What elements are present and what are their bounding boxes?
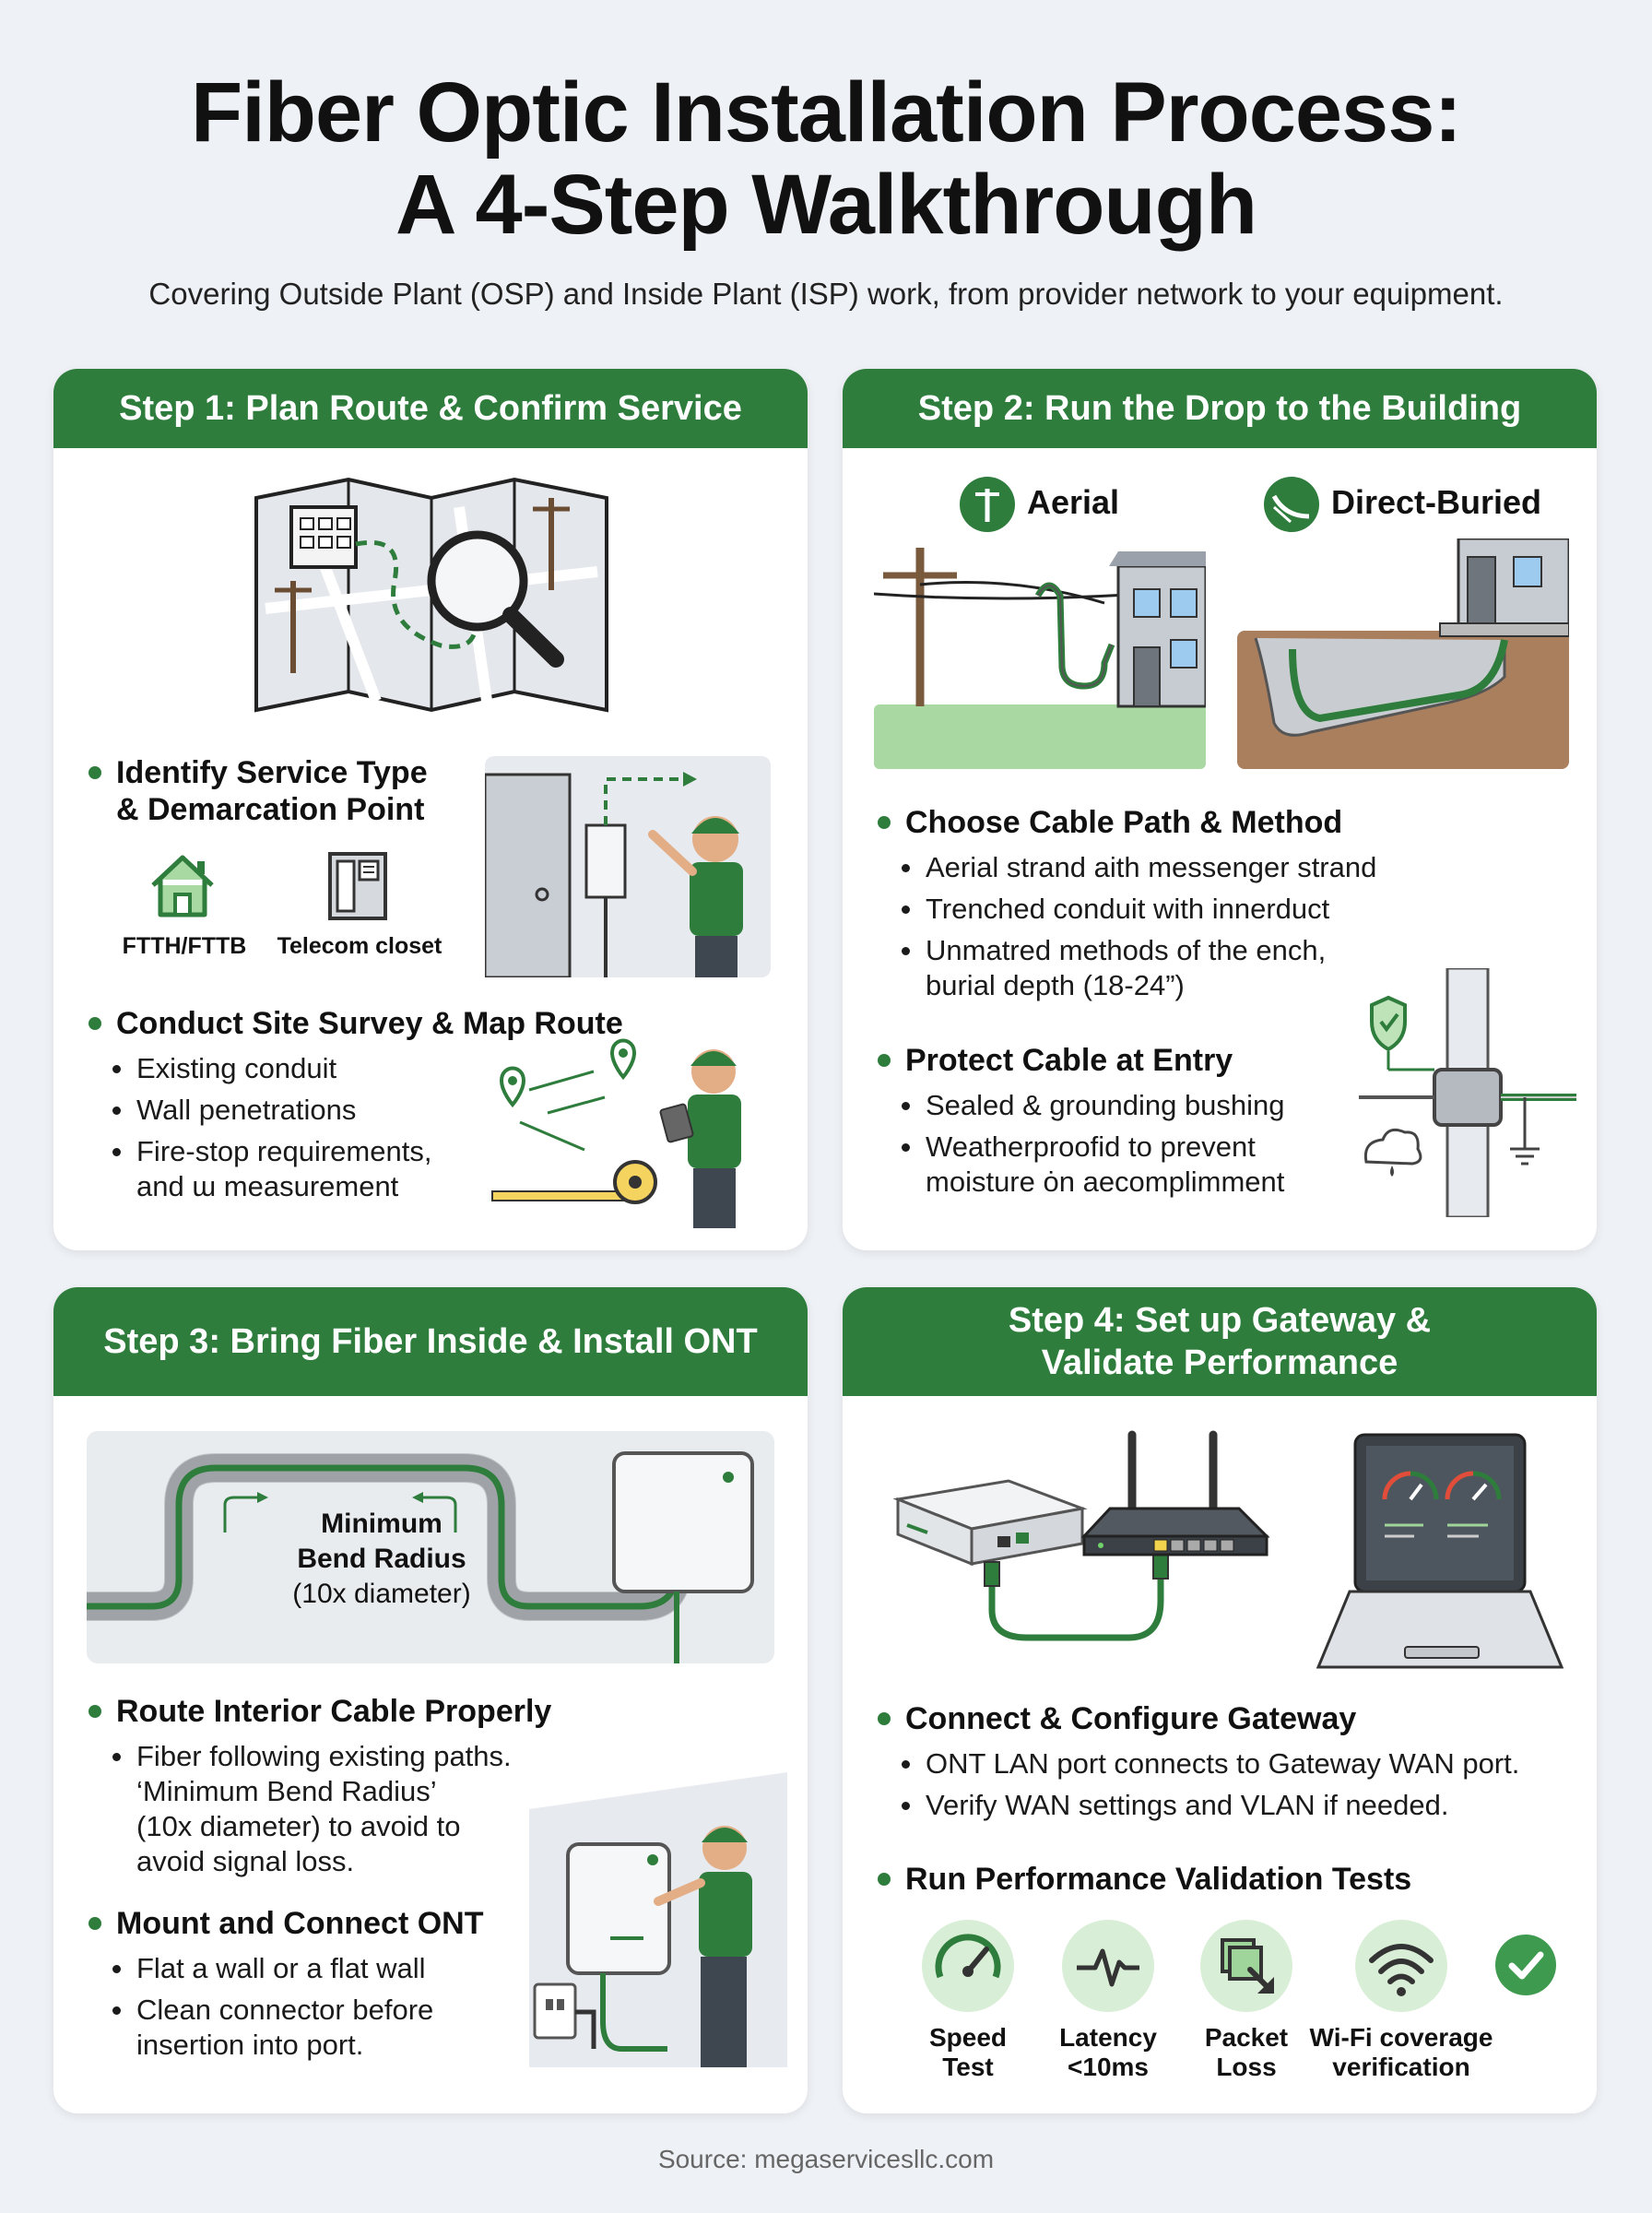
metric-wifi-line2: verification: [1332, 2053, 1470, 2081]
list-item: ONT LAN port connects to Gateway WAN por…: [898, 1746, 1580, 1781]
direct-buried-label: Direct-Buried: [1331, 483, 1542, 521]
metric-speed-label: Speed Test: [894, 2023, 1042, 2082]
list-item: Fire-stop requirements,: [109, 1134, 533, 1169]
step2-card: Step 2: Run the Drop to the Building Aer…: [843, 369, 1597, 1250]
list-item: avoid signal loss.: [136, 1845, 355, 1877]
bend-radius-illustration: [87, 1431, 774, 1663]
step3-bullet2-list: Flat a wall or a flat wall Clean connect…: [109, 1951, 514, 2069]
list-item: and ɯ measurement: [136, 1170, 399, 1202]
metric-packet-line1: Packet: [1204, 2023, 1289, 2052]
survey-technician-illustration: [491, 1038, 741, 1228]
metric-packet-line2: Loss: [1216, 2053, 1277, 2081]
telecom-closet-label: Telecom closet: [277, 933, 442, 959]
step1-header: Step 1: Plan Route & Confirm Service: [53, 369, 808, 448]
route-map-illustration: [254, 477, 608, 713]
source-credit: Source: megaservicesllc.com: [657, 2145, 995, 2173]
page-subtitle: Covering Outside Plant (OSP) and Inside …: [148, 277, 1504, 311]
step1-bullet2-list: Existing conduit Wall penetrations Fire-…: [109, 1051, 533, 1211]
check-icon: [1495, 1935, 1556, 1995]
list-item: (10x diameter) to avoid to: [136, 1810, 461, 1842]
metric-latency-line2: <10ms: [1068, 2053, 1149, 2081]
step1-card: Step 1: Plan Route & Confirm Service Ide…: [53, 369, 808, 1250]
step3-bullet1-list: Fiber following existing paths. ‘Minimum…: [109, 1739, 551, 1886]
bend-radius-line1: Minimum: [321, 1509, 442, 1539]
step3-header: Step 3: Bring Fiber Inside & Install ONT: [53, 1287, 808, 1396]
step2-bullet2-list: Sealed & grounding bushing Weatherproofi…: [898, 1088, 1340, 1206]
gateway-network-illustration: [892, 1430, 1564, 1669]
entry-protection-illustration: [1359, 968, 1576, 1217]
list-item: burial depth (18-24”): [926, 969, 1185, 1001]
bend-radius-line3: (10x diameter): [292, 1579, 471, 1609]
buried-cable-icon: [1264, 477, 1319, 532]
utility-pole-icon: [960, 477, 1015, 532]
step4-header-line1: Step 4: Set up Gateway &: [1008, 1301, 1432, 1340]
list-item: Weatherproofid to prevent: [898, 1130, 1340, 1165]
metric-speed-line1: Speed: [928, 2023, 1008, 2052]
list-item: Verify WAN settings and VLAN if needed.: [898, 1788, 1580, 1823]
step2-bullet2-heading: Protect Cable at Entry: [877, 1043, 1233, 1078]
list-item: Unmatred methods of the ench,: [898, 933, 1451, 968]
list-item: Trenched conduit with innerduct: [898, 892, 1451, 927]
step4-header: Step 4: Set up Gateway & Validate Perfor…: [843, 1287, 1597, 1396]
metric-speed-line2: Test: [942, 2053, 994, 2081]
step4-bullet1-list: ONT LAN port connects to Gateway WAN por…: [898, 1746, 1580, 1829]
step3-bullet2-heading: Mount and Connect ONT: [88, 1906, 484, 1941]
ont-mounting-illustration: [529, 1772, 787, 2067]
ftth-label: FTTH/FTTB: [122, 933, 247, 959]
step1-bullet1-heading: Identify Service Type & Demarcation Poin…: [88, 754, 428, 828]
step4-card: Step 4: Set up Gateway & Validate Perfor…: [843, 1287, 1597, 2113]
demarcation-technician-illustration: [485, 756, 771, 977]
house-icon: [151, 855, 214, 917]
metric-wifi-line1: Wi-Fi coverage: [1309, 2023, 1493, 2052]
page-title: Fiber Optic Installation Process: A 4-St…: [0, 66, 1652, 251]
step4-header-line2: Validate Performance: [1041, 1343, 1398, 1382]
step3-card: Step 3: Bring Fiber Inside & Install ONT…: [53, 1287, 808, 2113]
telecom-closet-icon: [328, 852, 387, 920]
step4-bullet1-heading: Connect & Configure Gateway: [877, 1701, 1357, 1736]
list-item: Fiber following existing paths.: [109, 1739, 551, 1774]
buried-drop-illustration: [1237, 538, 1569, 769]
list-item: Clean connector before: [109, 1993, 514, 2028]
step2-bullet1-heading: Choose Cable Path & Method: [877, 805, 1343, 840]
list-item: Flat a wall or a flat wall: [109, 1951, 514, 1986]
step4-bullet2-heading: Run Performance Validation Tests: [877, 1862, 1412, 1897]
list-item: moisture ȯn aecomplimment: [926, 1166, 1285, 1198]
bend-radius-label: Minimum Bend Radius (10x diameter): [234, 1507, 529, 1612]
metric-packet-loss-label: Packet Loss: [1173, 2023, 1320, 2082]
latency-pulse-icon: [1062, 1920, 1154, 2012]
aerial-drop-illustration: [874, 548, 1206, 769]
step1-bullet1-line2: & Demarcation Point: [116, 792, 425, 827]
step2-header: Step 2: Run the Drop to the Building: [843, 369, 1597, 448]
step1-bullet2-heading: Conduct Site Survey & Map Route: [88, 1006, 623, 1041]
list-item: insertion into port.: [136, 2029, 364, 2061]
list-item: Sealed & grounding bushing: [898, 1088, 1340, 1123]
step3-bullet1-heading: Route Interior Cable Properly: [88, 1694, 552, 1729]
title-line-2: A 4-Step Walkthrough: [395, 158, 1257, 252]
title-line-1: Fiber Optic Installation Process:: [191, 65, 1462, 160]
list-item: Aerial strand aith messenger strand: [898, 850, 1451, 885]
speedometer-icon: [922, 1920, 1014, 2012]
metric-latency-label: Latency <10ms: [1034, 2023, 1182, 2082]
metric-wifi-label: Wi-Fi coverage verification: [1304, 2023, 1499, 2082]
wifi-icon: [1355, 1920, 1447, 2012]
list-item: Existing conduit: [109, 1051, 533, 1086]
bend-radius-line2: Bend Radius: [297, 1544, 466, 1574]
step2-bullet1-list: Aerial strand aith messenger strand Tren…: [898, 850, 1451, 1010]
list-item: Wall penetrations: [109, 1093, 533, 1128]
packet-loss-icon: [1200, 1920, 1292, 2012]
list-item: ‘Minimum Bend Radius’: [136, 1775, 437, 1807]
aerial-label: Aerial: [1027, 483, 1120, 521]
metric-latency-line1: Latency: [1059, 2023, 1157, 2052]
step1-bullet1-line1: Identify Service Type: [116, 755, 428, 790]
